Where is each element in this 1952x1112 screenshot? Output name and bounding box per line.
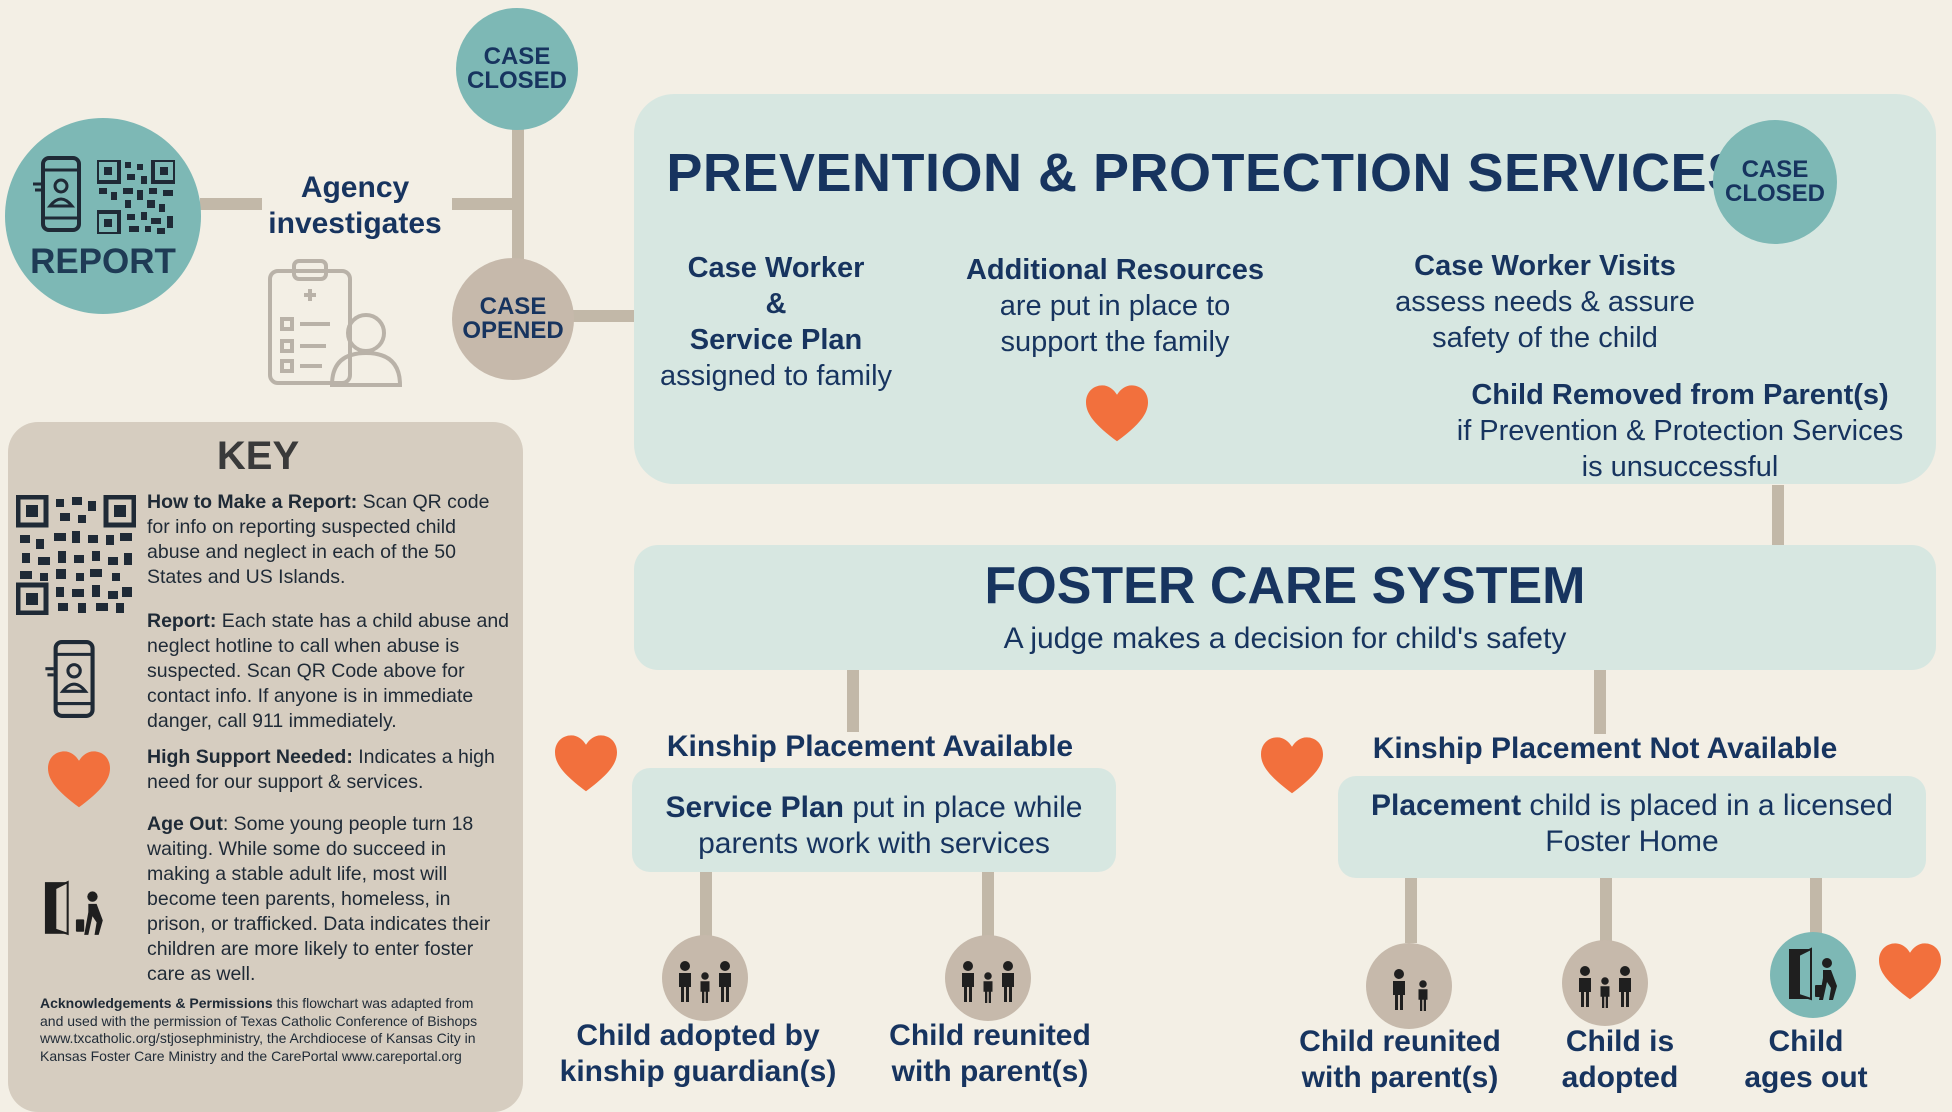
case-worker-line3: Service Plan (689, 324, 863, 356)
key-high-support-bold: High Support Needed: (147, 746, 353, 768)
removed-line1: Child Removed from Parent(s) (1471, 379, 1889, 411)
key-ack-text: this flowchart was adapted from and used… (40, 995, 478, 1064)
outcome-line2: with parent(s) (1301, 1061, 1499, 1094)
case-opened: CASE OPENED (452, 258, 574, 380)
case-worker-line4: assigned to family (659, 360, 893, 392)
kinship-not-available-text: Placement child is placed in a licensed … (1338, 788, 1926, 860)
outcome-adopted-kinship: Child adopted by kinship guardian(s) (548, 1018, 848, 1090)
family-icon (1562, 940, 1648, 1026)
report-node: REPORT (5, 118, 201, 314)
outcome-line2: kinship guardian(s) (559, 1055, 837, 1088)
key-report-bold: Report: (147, 610, 217, 632)
visits-line2: assess needs & assure (1395, 286, 1695, 318)
heart-icon (1261, 737, 1323, 794)
case-closed-top-line1: CASE (483, 43, 551, 70)
removed-line3: is unsuccessful (1581, 451, 1779, 483)
case-closed-top: CASE CLOSED (456, 8, 578, 130)
agency-investigates: Agency investigates (250, 170, 460, 242)
key-how-text: Scan QR code for info on reporting suspe… (147, 491, 490, 588)
key-report: Report: Each state has a child abuse and… (147, 609, 512, 734)
resources-line2: are put in place to (999, 290, 1231, 322)
resources-step: Additional Resources are put in place to… (940, 252, 1290, 360)
kinship-available-text: Service Plan put in place while parents … (632, 790, 1116, 862)
case-worker-step: Case Worker & Service Plan assigned to f… (636, 250, 916, 394)
case-closed-prevention-line2: CLOSED (1724, 180, 1825, 207)
heart-icon (1086, 385, 1148, 442)
visits-line3: safety of the child (1432, 322, 1658, 354)
key-age-out: Age Out: Some young people turn 18 waiti… (147, 812, 512, 987)
key-report-text: Each state has a child abuse and neglect… (147, 610, 510, 732)
visits-line1: Case Worker Visits (1414, 250, 1676, 282)
qr-code-icon (97, 160, 175, 234)
kinship-available-box (632, 768, 1116, 872)
qr-code-icon (16, 495, 136, 615)
kin-not-available-rest: child is placed in a licensed (1521, 789, 1893, 822)
case-opened-line2: OPENED (462, 317, 564, 344)
outcome-line2: adopted (1561, 1061, 1679, 1094)
kinship-not-available-title: Kinship Placement Not Available (1372, 732, 1838, 765)
outcome-line1: Child reunited (889, 1019, 1091, 1052)
key-how-to-report: How to Make a Report: Scan QR code for i… (147, 490, 512, 590)
key-age-out-bold: Age Out (147, 813, 223, 835)
kinship-available-title: Kinship Placement Available (666, 730, 1074, 763)
outcome-ages-out: Child ages out (1726, 1024, 1886, 1096)
heart-icon (1879, 943, 1941, 1000)
outcome-adopted: Child is adopted (1520, 1024, 1720, 1096)
key-how-bold: How to Make a Report: (147, 491, 358, 513)
case-worker-line1: Case Worker (687, 252, 865, 284)
outcome-line2: with parent(s) (891, 1055, 1089, 1088)
family-icon (662, 935, 748, 1021)
key-ack-bold: Acknowledgements & Permissions (40, 995, 273, 1011)
agency-line2: investigates (268, 207, 442, 240)
visits-step: Case Worker Visits assess needs & assure… (1370, 248, 1720, 356)
kin-not-available-line2: Foster Home (1545, 825, 1719, 858)
kin-available-bold: Service Plan (665, 791, 844, 824)
outcome-line1: Child adopted by (576, 1019, 820, 1052)
removed-line2: if Prevention & Protection Services (1456, 415, 1904, 447)
parent-child-icon (1366, 943, 1452, 1029)
outcome-reunited-kinship: Child reunited with parent(s) (860, 1018, 1120, 1090)
heart-icon (555, 735, 617, 792)
resources-line1: Additional Resources (965, 254, 1265, 286)
outcome-reunited-foster: Child reunited with parent(s) (1270, 1024, 1530, 1096)
prevention-title: PREVENTION & PROTECTION SERVICES (666, 143, 1744, 203)
case-closed-top-line2: CLOSED (466, 67, 567, 94)
case-closed-prevention-line1: CASE (1741, 156, 1809, 183)
resources-line3: support the family (1000, 326, 1230, 358)
foster-care-panel (634, 545, 1936, 670)
heart-icon (48, 751, 110, 808)
child-removed-step: Child Removed from Parent(s) if Preventi… (1420, 377, 1940, 485)
kin-not-available-bold: Placement (1371, 789, 1522, 822)
kinship-not-available-box (1338, 776, 1926, 878)
case-closed-prevention: CASE CLOSED (1713, 120, 1837, 244)
door-exit-icon (1770, 932, 1856, 1018)
phone-icon (45, 640, 95, 718)
key-title: KEY (216, 434, 300, 478)
report-label: REPORT (30, 242, 176, 281)
kin-available-line2: parents work with services (698, 827, 1050, 860)
outcome-line2: ages out (1744, 1061, 1868, 1094)
key-age-out-text: : Some young people turn 18 waiting. Whi… (147, 813, 491, 985)
outcome-line1: Child (1768, 1025, 1844, 1058)
key-high-support: High Support Needed: Indicates a high ne… (147, 745, 512, 795)
foster-subtitle: A judge makes a decision for child's saf… (1003, 622, 1567, 655)
door-exit-icon (44, 880, 103, 936)
foster-title: FOSTER CARE SYSTEM (984, 557, 1586, 615)
case-opened-line1: CASE (479, 293, 547, 320)
agency-line1: Agency (300, 171, 410, 204)
case-worker-line2: & (765, 288, 787, 320)
phone-icon (33, 156, 81, 232)
key-acknowledgements: Acknowledgements & Permissions this flow… (40, 995, 495, 1065)
kin-available-rest: put in place while (843, 791, 1083, 824)
outcome-line1: Child reunited (1299, 1025, 1501, 1058)
key-high-support-text: Indicates a high need for our support & … (147, 746, 495, 793)
family-icon (945, 935, 1031, 1021)
outcome-line1: Child is (1565, 1025, 1675, 1058)
clipboard-person-icon (268, 259, 403, 387)
